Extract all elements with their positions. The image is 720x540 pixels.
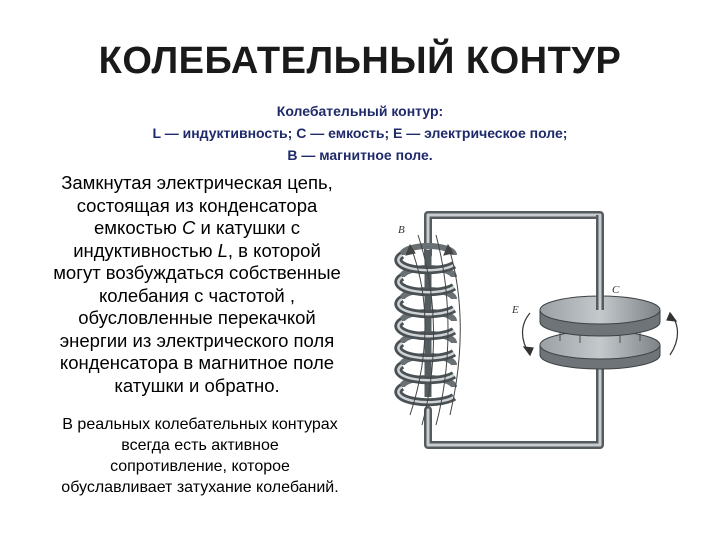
paragraph-line: Замкнутая электрическая цепь, bbox=[61, 172, 333, 193]
paragraph-line: сопротивление, которое bbox=[110, 458, 290, 475]
paragraph-line: В реальных колебательных контурах bbox=[62, 416, 338, 433]
paragraph-line: колебания с частотой , bbox=[98, 284, 296, 306]
figure-caption: Колебательный контур: L — индуктивность;… bbox=[60, 100, 660, 166]
coil-turn-highlight bbox=[397, 319, 455, 338]
capacitor bbox=[539, 215, 661, 370]
paragraph-line: энергии из электрического поля bbox=[59, 329, 335, 351]
paragraph-line: конденсатора в магнитное поле bbox=[59, 352, 335, 373]
paragraph-line: обусловленные перекачкой bbox=[78, 307, 316, 328]
slide-title: КОЛЕБАТЕЛЬНЫЙ КОНТУР bbox=[98, 40, 622, 82]
label-e: E bbox=[511, 304, 519, 316]
paragraph-line: емкостью С и катушки с bbox=[94, 217, 300, 238]
paragraph-line: состоящая из конденсатора bbox=[76, 194, 318, 216]
caption-line: Колебательный контур: bbox=[276, 103, 444, 119]
label-b: B bbox=[398, 224, 405, 236]
paragraph-line: могут возбуждаться собственные bbox=[53, 262, 341, 283]
paragraph-line: всегда есть активное bbox=[121, 437, 279, 454]
coil-turn-highlight bbox=[397, 385, 455, 404]
coil-turn-highlight bbox=[397, 341, 455, 360]
paragraph-line: катушки и обратно. bbox=[114, 374, 280, 396]
caption-line: В — магнитное поле. bbox=[287, 147, 433, 163]
caption-line: L — индуктивность; С — емкость; Е — элек… bbox=[152, 125, 568, 141]
paragraph-line: индуктивностью L, в которой bbox=[73, 239, 321, 261]
lc-circuit-diagram: B E C bbox=[394, 211, 679, 449]
inductor-coil bbox=[394, 243, 457, 407]
magnetic-field-lines bbox=[405, 234, 461, 426]
label-c: C bbox=[612, 284, 620, 296]
coil-turn-highlight bbox=[397, 297, 455, 316]
paragraph-line: обуславливает затухание колебаний. bbox=[61, 479, 339, 496]
coil-turn-highlight bbox=[397, 363, 455, 382]
electric-field-arrows bbox=[521, 311, 679, 357]
coil-turn-highlight bbox=[397, 253, 455, 272]
definition-paragraph: Замкнутая электрическая цепь, состоящая … bbox=[22, 172, 372, 397]
damping-paragraph: В реальных колебательных контурах всегда… bbox=[14, 414, 386, 498]
